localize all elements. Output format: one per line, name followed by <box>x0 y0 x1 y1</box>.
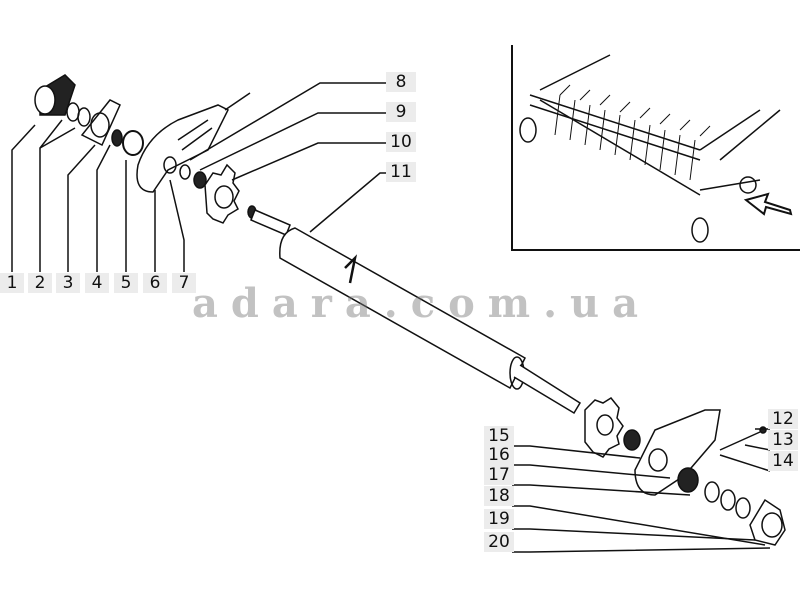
callout-17: 17 <box>484 465 514 485</box>
callout-12: 12 <box>768 409 798 429</box>
callout-8: 8 <box>386 72 416 92</box>
callout-18: 18 <box>484 486 514 506</box>
watermark: adara.com.ua <box>192 280 652 327</box>
left-bearing-assembly <box>34 74 251 224</box>
callout-19: 19 <box>484 509 514 529</box>
callout-2: 2 <box>28 273 52 293</box>
callout-16: 16 <box>484 445 514 465</box>
callout-11: 11 <box>386 162 416 182</box>
callout-3: 3 <box>56 273 80 293</box>
callout-4: 4 <box>85 273 109 293</box>
callout-1: 1 <box>0 273 24 293</box>
roller-shaft <box>247 205 582 415</box>
right-bearing-assembly <box>584 397 786 546</box>
callout-7: 7 <box>172 273 196 293</box>
callout-9: 9 <box>386 102 416 122</box>
callout-10: 10 <box>386 132 416 152</box>
callout-6: 6 <box>143 273 167 293</box>
leader-lines <box>11 82 771 553</box>
callout-5: 5 <box>114 273 138 293</box>
callout-13: 13 <box>768 430 798 450</box>
callout-14: 14 <box>768 451 798 471</box>
callout-20: 20 <box>484 532 514 552</box>
callout-15: 15 <box>484 426 514 446</box>
inset-overview <box>511 45 800 251</box>
